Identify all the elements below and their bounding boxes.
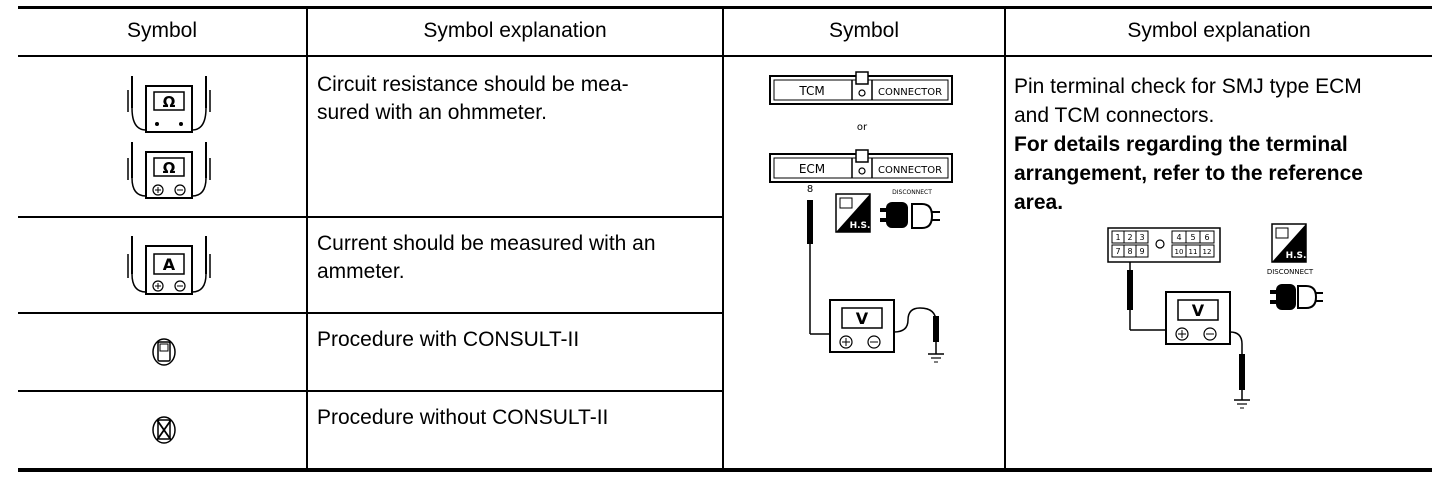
row-divider-2: [18, 312, 723, 314]
header-explanation-1: Symbol explanation: [423, 19, 607, 42]
ammeter-line-1: Current should be measured with an: [317, 232, 656, 255]
tcm-connector-label: CONNECTOR: [878, 87, 942, 98]
ecm-connector-label: CONNECTOR: [878, 165, 942, 176]
hs-label: H.S.: [850, 221, 871, 231]
table-bottom-border: [18, 468, 1432, 472]
ammeter-explanation: Current should be measured with an ammet…: [317, 230, 717, 286]
consult-without-icon: [152, 416, 176, 444]
pin-1: 1: [1115, 233, 1120, 242]
col-divider-3: [1004, 6, 1006, 470]
header-explanation-2: Symbol explanation: [1127, 19, 1311, 42]
ref-disconnect-label: DISCONNECT: [1267, 268, 1314, 276]
pin-4: 4: [1176, 233, 1181, 242]
pin-11: 11: [1189, 248, 1198, 256]
header-symbol-2: Symbol: [828, 19, 900, 42]
pin-check-bold-line-3: area.: [1014, 191, 1064, 214]
ref-hs-label: H.S.: [1286, 251, 1307, 261]
pin-10: 10: [1175, 248, 1184, 256]
ammeter-icon: A: [127, 236, 211, 295]
pin-check-diagram: TCM CONNECTOR or ECM CONNECTOR 8 H.S. DI…: [769, 71, 953, 363]
pin-reference-diagram: 1 2 3 4 5 6 7 8 9 10 11 12 V: [1107, 223, 1323, 409]
ref-voltmeter-label: V: [1192, 301, 1205, 320]
pin-6: 6: [1204, 233, 1209, 242]
pin-check-bold-line-2: arrangement, refer to the reference: [1014, 162, 1363, 185]
ohmmeter-line-2: sured with an ohmmeter.: [317, 101, 547, 124]
row-divider-3: [18, 390, 723, 392]
pin-check-explanation: Pin terminal check for SMJ type ECM and …: [1014, 72, 1428, 217]
header-divider: [18, 55, 1432, 57]
consult-with-icon: [152, 338, 176, 366]
symbol-table: Symbol Symbol explanation Symbol Symbol …: [18, 6, 1432, 472]
pin-check-line-1: Pin terminal check for SMJ type ECM: [1014, 75, 1362, 98]
ohmmeter-line-1: Circuit resistance should be mea-: [317, 73, 629, 96]
col-divider-1: [306, 6, 308, 470]
ohm-label-upper: Ω: [163, 93, 176, 111]
pin-check-bold-line-1: For details regarding the terminal: [1014, 133, 1348, 156]
ammeter-line-2: ammeter.: [317, 260, 405, 283]
or-label: or: [857, 122, 868, 133]
pin-8: 8: [1127, 247, 1132, 256]
pin-2: 2: [1127, 233, 1132, 242]
pin-9: 9: [1139, 247, 1144, 256]
col-divider-2: [722, 6, 724, 470]
consult-without-explanation: Procedure without CONSULT-II: [317, 406, 609, 429]
pin-check-line-2: and TCM connectors.: [1014, 104, 1215, 127]
ohm-label-lower: Ω: [163, 159, 176, 177]
tcm-label: TCM: [798, 84, 824, 98]
ammeter-label: A: [163, 255, 176, 274]
ohmmeter-icon: Ω Ω: [127, 76, 211, 199]
row-divider-1: [18, 216, 723, 218]
voltmeter-label: V: [856, 309, 869, 328]
consult-with-explanation: Procedure with CONSULT-II: [317, 328, 580, 351]
pin-3: 3: [1139, 233, 1144, 242]
table-top-border: [18, 6, 1432, 9]
pin-5: 5: [1190, 233, 1195, 242]
header-symbol-1: Symbol: [126, 19, 198, 42]
ohmmeter-explanation: Circuit resistance should be mea- sured …: [317, 71, 717, 127]
ecm-label: ECM: [799, 162, 825, 176]
disconnect-label: DISCONNECT: [892, 189, 932, 196]
pin-12: 12: [1203, 248, 1212, 256]
pin-7: 7: [1115, 247, 1120, 256]
pin-number-label: 8: [807, 184, 813, 195]
